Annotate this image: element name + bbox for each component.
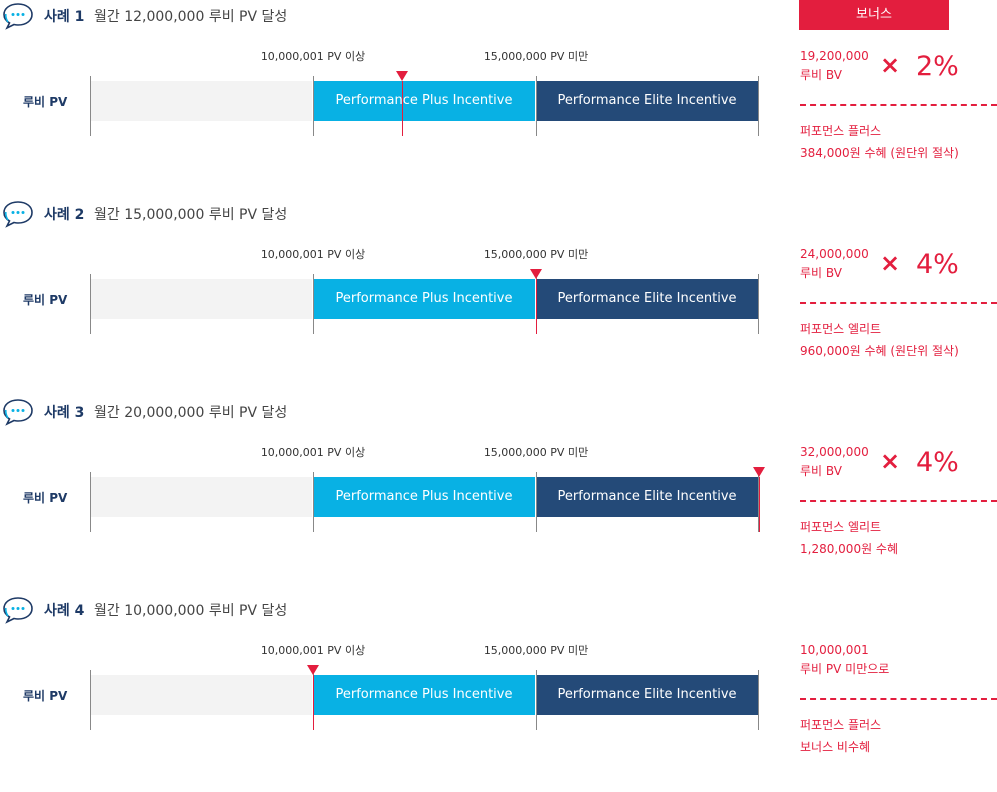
row-label: 루비 PV — [23, 293, 68, 307]
tick-label-high: 15,000,000 PV 미만 — [483, 50, 589, 63]
result-line: 1,280,000원 수혜 — [800, 542, 899, 556]
axis-line — [90, 670, 91, 730]
case-block: 사례 2 월간 15,000,000 루비 PV 달성 10,000,001 PV … — [0, 198, 997, 396]
bar-performance-plus: Performance Plus Incentive — [313, 81, 535, 121]
result-line: 퍼포먼스 플러스 — [800, 718, 882, 732]
tick-label-low: 10,000,001 PV 이상 — [260, 50, 366, 63]
tick-label-low: 10,000,001 PV 이상 — [260, 644, 366, 657]
row-label: 루비 PV — [23, 491, 68, 505]
axis-line — [90, 472, 91, 532]
row-label: 루비 PV — [23, 689, 68, 703]
tick-label-high: 15,000,000 PV 미만 — [483, 446, 589, 459]
axis-line — [536, 472, 537, 532]
axis-line — [536, 76, 537, 136]
case-description: 월간 20,000,000 루비 PV 달성 — [94, 405, 288, 421]
bar-below-threshold — [90, 81, 312, 121]
bonus-amount-line: 루비 BV — [800, 464, 842, 478]
result-line: 960,000원 수혜 (원단위 절삭) — [800, 344, 959, 358]
dashed-divider — [800, 104, 997, 106]
axis-line — [758, 472, 759, 532]
bonus-amount-line: 루비 BV — [800, 266, 842, 280]
marker-line — [536, 279, 537, 334]
result-line: 퍼포먼스 플러스 — [800, 124, 882, 138]
chat-bubble-icon — [3, 3, 33, 30]
multiply-icon: × — [880, 249, 901, 277]
tick-label-low: 10,000,001 PV 이상 — [260, 446, 366, 459]
marker-triangle-icon — [307, 665, 319, 675]
bar-performance-plus: Performance Plus Incentive — [313, 279, 535, 319]
marker-triangle-icon — [530, 269, 542, 279]
bar-below-threshold — [90, 477, 312, 517]
case-block: 사례 3 월간 20,000,000 루비 PV 달성 10,000,001 PV … — [0, 396, 997, 594]
bonus-amount: 10,000,001 루비 PV 미만으로 — [800, 641, 889, 679]
axis-line — [90, 76, 91, 136]
bonus-amount-line: 19,200,000 — [800, 49, 869, 63]
marker-line — [402, 81, 404, 136]
marker-triangle-icon — [753, 467, 765, 477]
axis-line — [313, 472, 314, 532]
result-line: 퍼포먼스 엘리트 — [800, 520, 882, 534]
tick-label-high: 15,000,000 PV 미만 — [483, 644, 589, 657]
chat-bubble-icon — [3, 201, 33, 228]
bonus-percent: 4% — [916, 447, 959, 478]
bonus-percent: 2% — [916, 51, 959, 82]
axis-line — [758, 274, 759, 334]
tick-label-high: 15,000,000 PV 미만 — [483, 248, 589, 261]
dashed-divider — [800, 302, 997, 304]
bonus-percent: 4% — [916, 249, 959, 280]
axis-line — [536, 670, 537, 730]
bonus-result: 퍼포먼스 엘리트 960,000원 수혜 (원단위 절삭) — [800, 318, 959, 362]
bar-performance-elite: Performance Elite Incentive — [536, 675, 758, 715]
axis-line — [90, 274, 91, 334]
dashed-divider — [800, 698, 997, 700]
case-description: 월간 15,000,000 루비 PV 달성 — [94, 207, 288, 223]
marker-line — [759, 477, 760, 532]
bar-performance-plus: Performance Plus Incentive — [313, 477, 535, 517]
bonus-amount-line: 24,000,000 — [800, 247, 869, 261]
bonus-amount-line: 루비 BV — [800, 68, 842, 82]
tick-label-low: 10,000,001 PV 이상 — [260, 248, 366, 261]
bonus-header: 보너스 — [799, 0, 949, 30]
bonus-amount-line: 10,000,001 — [800, 643, 869, 657]
bonus-amount-line: 루비 PV 미만으로 — [800, 662, 890, 676]
multiply-icon: × — [880, 51, 901, 79]
bar-performance-elite: Performance Elite Incentive — [536, 477, 758, 517]
case-number: 사례 1 — [44, 9, 85, 25]
bonus-amount-line: 32,000,000 — [800, 445, 869, 459]
axis-line — [758, 76, 759, 136]
axis-line — [758, 670, 759, 730]
dashed-divider — [800, 500, 997, 502]
result-line: 퍼포먼스 엘리트 — [800, 322, 882, 336]
result-line: 384,000원 수혜 (원단위 절삭) — [800, 146, 959, 160]
bonus-amount: 19,200,000 루비 BV — [800, 47, 869, 85]
case-number: 사례 2 — [44, 207, 85, 223]
bonus-result: 퍼포먼스 플러스 보너스 비수혜 — [800, 714, 881, 758]
multiply-icon: × — [880, 447, 901, 475]
bar-performance-plus: Performance Plus Incentive — [313, 675, 535, 715]
result-line: 보너스 비수혜 — [800, 740, 871, 754]
case-block: 사례 1 월간 12,000,000 루비 PV 달성 10,000,001 PV … — [0, 0, 997, 198]
case-description: 월간 12,000,000 루비 PV 달성 — [94, 9, 288, 25]
axis-line — [313, 274, 314, 334]
case-number: 사례 3 — [44, 405, 85, 421]
bar-below-threshold — [90, 279, 312, 319]
bar-performance-elite: Performance Elite Incentive — [536, 81, 758, 121]
chat-bubble-icon — [3, 399, 33, 426]
chat-bubble-icon — [3, 597, 33, 624]
marker-triangle-icon — [396, 71, 409, 81]
bar-below-threshold — [90, 675, 312, 715]
bonus-result: 퍼포먼스 엘리트 1,280,000원 수혜 — [800, 516, 898, 560]
bar-performance-elite: Performance Elite Incentive — [536, 279, 758, 319]
bonus-amount: 32,000,000 루비 BV — [800, 443, 869, 481]
axis-line — [313, 76, 314, 136]
row-label: 루비 PV — [23, 95, 68, 109]
case-number: 사례 4 — [44, 603, 85, 619]
case-block: 사례 4 월간 10,000,000 루비 PV 달성 10,000,001 PV … — [0, 594, 997, 792]
bonus-amount: 24,000,000 루비 BV — [800, 245, 869, 283]
case-description: 월간 10,000,000 루비 PV 달성 — [94, 603, 288, 619]
bonus-result: 퍼포먼스 플러스 384,000원 수혜 (원단위 절삭) — [800, 120, 959, 164]
marker-line — [313, 675, 314, 730]
